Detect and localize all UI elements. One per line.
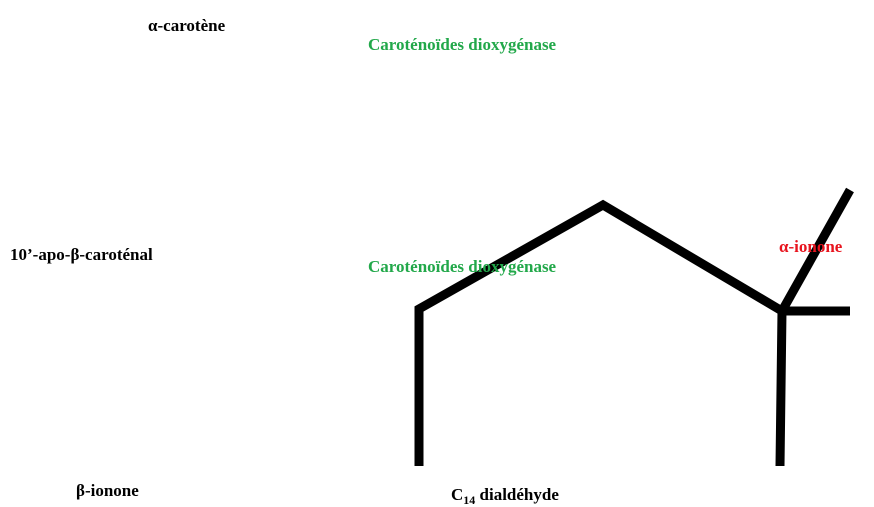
- enzyme-label-top: Caroténoïdes dioxygénase: [368, 35, 557, 54]
- c14-dialdehyde-label: C14 dialdéhyde: [451, 485, 559, 506]
- c14-subscript: 14: [463, 493, 476, 507]
- c14-main-text: C: [451, 485, 464, 504]
- c14-rest-text: dialdéhyde: [475, 485, 559, 504]
- beta-ionone-label: β-ionone: [76, 481, 139, 500]
- ring-bond-path: [414, 199, 787, 467]
- side-chain-bond-up: [778, 187, 854, 314]
- alpha-carotene-label: α-carotène: [148, 16, 226, 35]
- alpha-ionone-label: α-ionone: [779, 237, 843, 256]
- apo-carotenal-label: 10’-apo-β-caroténal: [10, 245, 153, 264]
- enzyme-label-middle: Caroténoïdes dioxygénase: [368, 257, 557, 276]
